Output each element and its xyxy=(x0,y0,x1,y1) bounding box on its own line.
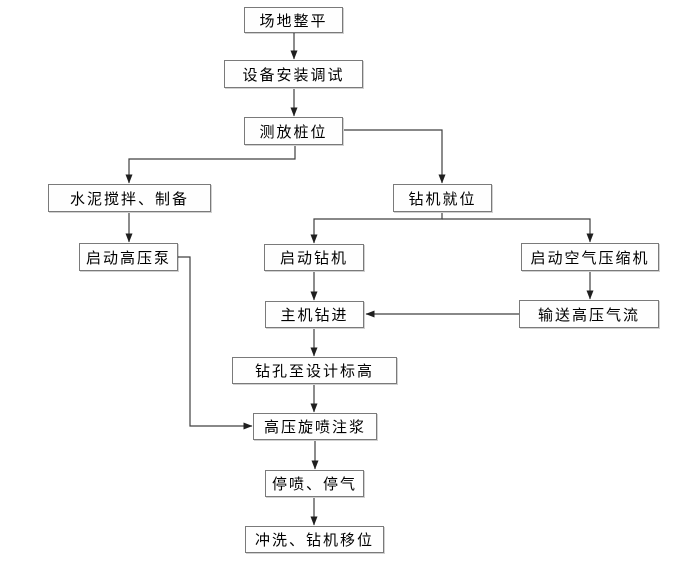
node-label: 输送高压气流 xyxy=(537,307,640,324)
node-stop-jet-stop-air: 停喷、停气 xyxy=(265,470,364,497)
node-main-machine-drilling: 主机钻进 xyxy=(265,301,364,328)
node-flush-move-drill-rig: 冲洗、钻机移位 xyxy=(245,526,384,553)
edge-survey-to-cement xyxy=(125,146,296,184)
node-deliver-high-pressure-airflow: 输送高压气流 xyxy=(519,300,659,328)
edge-pump-to-grouting xyxy=(178,256,253,430)
node-drill-rig-in-position: 钻机就位 xyxy=(393,184,492,212)
edge-rig-position-to-compressor xyxy=(442,218,594,243)
edge-survey-to-rig-position xyxy=(344,129,446,184)
node-label: 设备安装调试 xyxy=(242,67,345,84)
node-site-leveling: 场地整平 xyxy=(244,7,343,33)
node-label: 启动高压泵 xyxy=(85,250,171,267)
node-label: 场地整平 xyxy=(259,13,328,30)
node-label: 主机钻进 xyxy=(280,308,349,324)
node-label: 启动空气压缩机 xyxy=(530,250,650,267)
node-label: 高压旋喷注浆 xyxy=(263,420,366,436)
node-label: 水泥搅拌、制备 xyxy=(69,191,189,208)
edge-rig-position-to-start-rig xyxy=(310,213,443,244)
node-survey-pile-positions: 测放桩位 xyxy=(244,117,343,145)
node-label: 钻孔至设计标高 xyxy=(254,364,374,380)
node-cement-mixing-preparation: 水泥搅拌、制备 xyxy=(48,184,211,212)
node-label: 钻机就位 xyxy=(408,191,477,208)
node-start-high-pressure-pump: 启动高压泵 xyxy=(79,243,178,271)
node-label: 冲洗、钻机移位 xyxy=(254,533,374,549)
node-label: 停喷、停气 xyxy=(271,477,357,493)
node-drill-to-design-elevation: 钻孔至设计标高 xyxy=(232,357,397,384)
node-label: 测放桩位 xyxy=(259,124,328,141)
node-start-drill-rig: 启动钻机 xyxy=(264,244,364,271)
node-equipment-install-debug: 设备安装调试 xyxy=(224,60,363,88)
node-start-air-compressor: 启动空气压缩机 xyxy=(521,243,659,271)
node-label: 启动钻机 xyxy=(279,251,348,267)
node-high-pressure-jet-grouting: 高压旋喷注浆 xyxy=(253,413,377,440)
